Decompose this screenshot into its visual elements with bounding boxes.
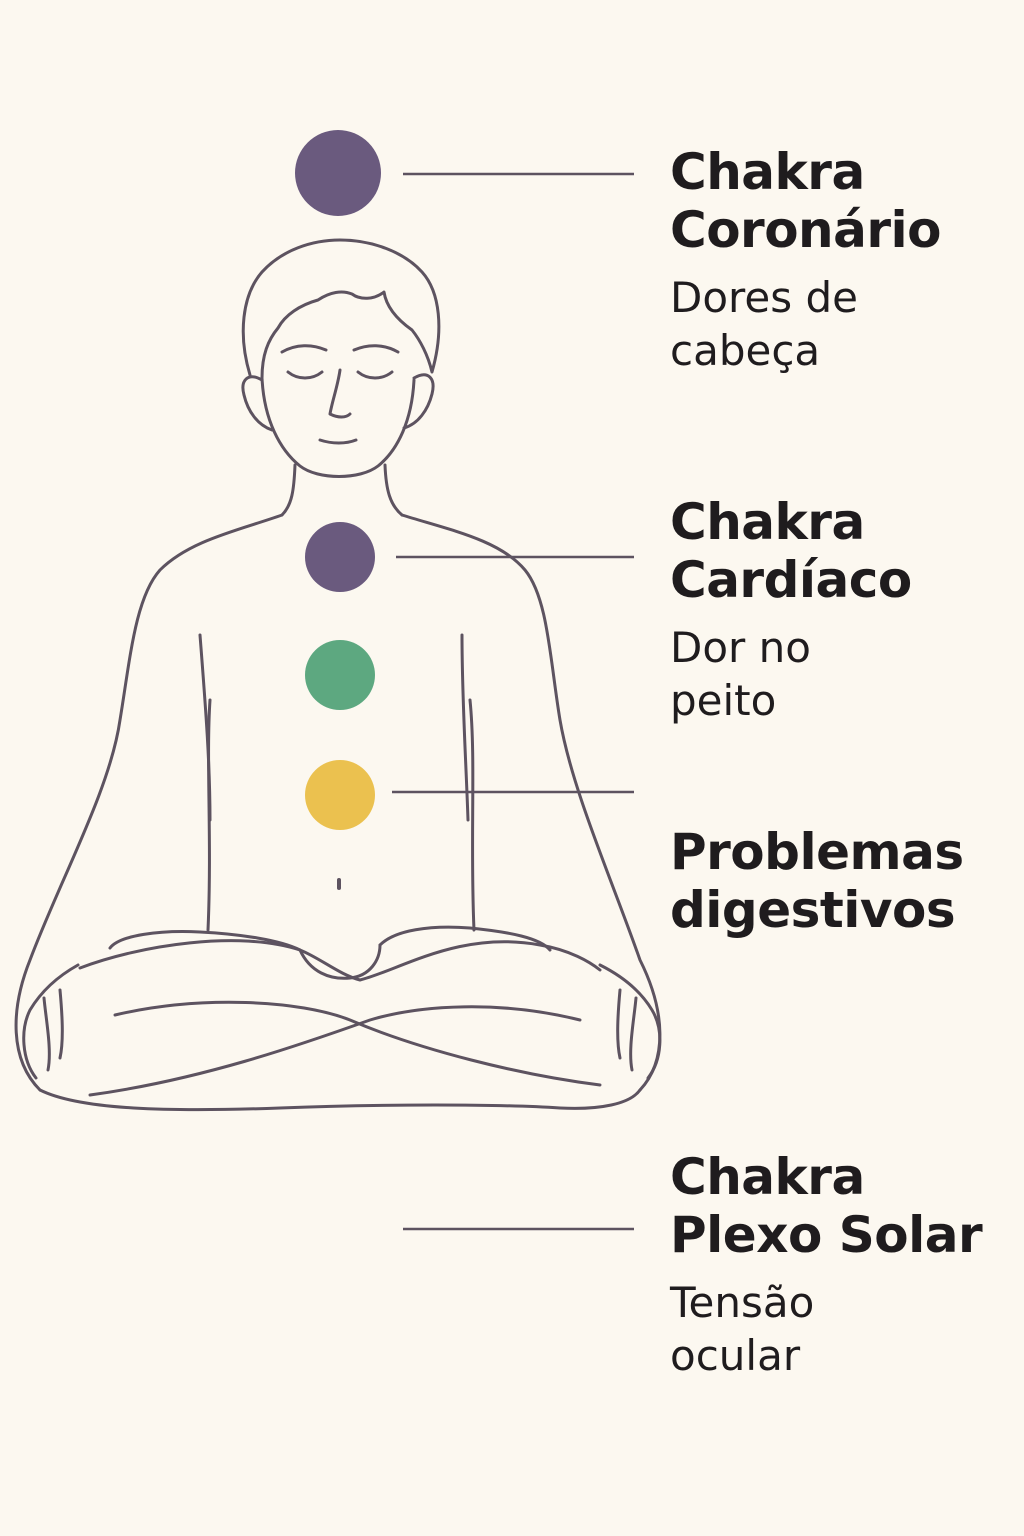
right-inner-arm <box>468 698 476 932</box>
right-hand <box>598 963 662 1080</box>
nose <box>328 368 352 419</box>
label-description: Dores de cabeça <box>670 273 858 375</box>
label-problemas-digestivos: Problemas digestivos <box>670 823 1010 939</box>
left-leg-cross <box>78 939 602 982</box>
chakra-dot-heart <box>305 522 375 592</box>
label-description: Tensão ocular <box>670 1278 815 1380</box>
label-title: Chakra Cardíaco <box>670 493 912 609</box>
right-foot <box>378 925 552 952</box>
face-outline <box>260 376 416 478</box>
left-brow <box>280 344 328 354</box>
right-ear <box>402 373 435 430</box>
chakra-dot-crown <box>295 130 381 216</box>
neck-right <box>383 463 404 517</box>
right-shoulder-arm <box>400 513 662 1092</box>
legs-outer <box>38 1088 642 1112</box>
label-description: Dor no peito <box>670 623 811 725</box>
lap-center <box>298 943 382 980</box>
left-foot <box>108 930 302 952</box>
right-brow <box>352 344 400 354</box>
shin-cross-b <box>88 1005 582 1097</box>
left-hand <box>22 963 80 1080</box>
right-torso-side <box>460 633 470 822</box>
left-shoulder-arm <box>14 513 284 1092</box>
label-chakra-plexo-solar: Chakra Plexo Solar Tensão ocular <box>670 1148 1010 1382</box>
left-eye <box>286 370 324 380</box>
neck-left <box>280 463 297 517</box>
hair-outline <box>241 238 441 380</box>
chakra-dot-solar <box>305 760 375 830</box>
mouth <box>318 438 358 445</box>
label-title: Problemas digestivos <box>670 823 964 939</box>
label-title: Chakra Plexo Solar <box>670 1148 983 1264</box>
left-ear <box>241 375 274 432</box>
chakra-dot-middle <box>305 640 375 710</box>
left-torso-side <box>198 633 212 822</box>
right-eye <box>356 370 394 380</box>
label-chakra-coronario: Chakra Coronário Dores de cabeça <box>670 143 1010 377</box>
shin-cross-a <box>113 1000 602 1087</box>
label-chakra-cardiaco: Chakra Cardíaco Dor no peito <box>670 493 1010 727</box>
label-title: Chakra Coronário <box>670 143 942 259</box>
